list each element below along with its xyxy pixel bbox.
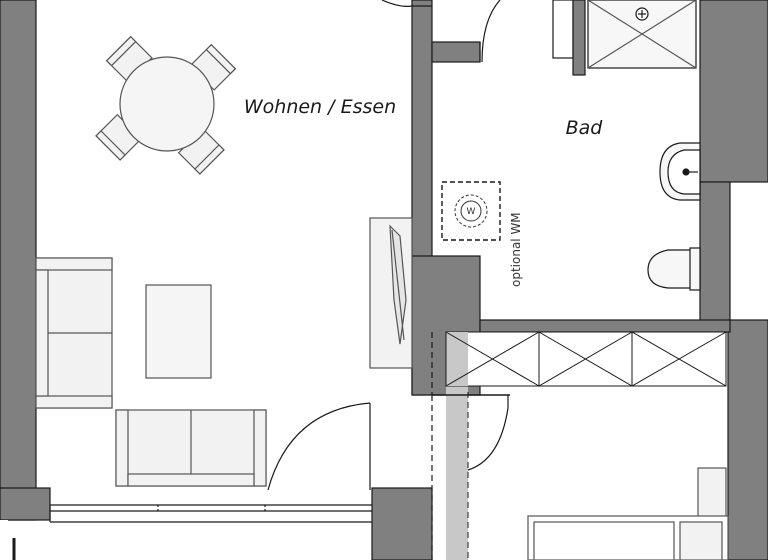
door-top-arc <box>381 0 413 7</box>
bed <box>527 467 729 560</box>
toilet <box>647 247 701 291</box>
wall-bottom-left-sliver <box>0 520 8 560</box>
door-bath-arc <box>481 0 501 63</box>
door-corridor-arc <box>467 407 509 471</box>
wall-left-base <box>0 487 51 521</box>
wardrobe <box>445 331 727 387</box>
tv-unit <box>369 217 413 369</box>
label-optional-wm: optional WM <box>509 212 523 287</box>
shower <box>552 0 697 76</box>
wall-bath-bottom <box>479 319 731 333</box>
wall-left-outer <box>0 0 37 521</box>
chair-top-left <box>105 35 153 83</box>
corridor-shade-lower <box>446 392 468 560</box>
washbasin <box>659 142 701 201</box>
washing-machine-symbol: W <box>467 207 476 217</box>
balcony-window <box>49 504 372 523</box>
washing-machine: W <box>441 181 501 241</box>
sofa-left <box>35 257 113 409</box>
nightstand <box>697 467 727 521</box>
washing-machine-outline <box>441 181 501 241</box>
wall-right-lower <box>727 319 768 560</box>
chair-top-right <box>189 43 237 91</box>
wall-right-middle <box>699 181 731 331</box>
dining-set <box>95 35 237 175</box>
dining-table <box>119 56 215 152</box>
room-label-bad: Bad <box>566 117 604 139</box>
door-balcony-arc <box>267 402 371 491</box>
room-label-wohnen-essen: Wohnen / Essen <box>244 96 396 118</box>
sofa-bottom <box>115 409 267 487</box>
wall-bottom-middle <box>371 487 433 560</box>
doors <box>267 0 510 491</box>
coffee-table <box>145 284 212 379</box>
wall-partition-stub <box>431 41 481 63</box>
wall-right-upper <box>699 0 768 183</box>
